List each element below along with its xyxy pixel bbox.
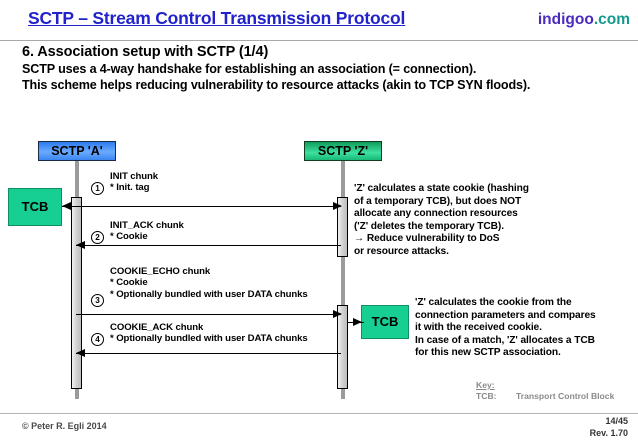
message-label-1: INIT chunk * Init. tag [110, 171, 158, 194]
brand-logo: indigoo.com [538, 11, 630, 29]
step-number-4: 4 [91, 333, 104, 346]
page-number: 14/45 [605, 416, 628, 426]
brand-name: indigoo [537, 11, 594, 28]
message-3-line-1: COOKIE_ECHO chunk [110, 266, 211, 277]
note-2-line-1: 'Z' calculates the cookie from the [415, 297, 572, 308]
activation-bar-sctp-z-second [337, 305, 348, 389]
note-1-line-2: of a temporary TCB), but does NOT [354, 195, 522, 207]
arrowhead-message-3 [333, 310, 342, 318]
note-cookie-calculation: 'Z' calculates a state cookie (hashing o… [354, 183, 529, 259]
message-3-line-3: * Optionally bundled with user DATA chun… [110, 288, 308, 300]
activation-bar-sctp-a [71, 197, 82, 389]
message-label-4: COOKIE_ACK chunk * Optionally bundled wi… [110, 322, 308, 345]
key-title: Key: [476, 380, 495, 390]
step-number-2: 2 [91, 231, 104, 244]
note-2-line-2: connection parameters and compares [415, 309, 596, 321]
note-2-line-4: In case of a match, 'Z' allocates a TCB [415, 334, 595, 346]
key-legend: Key: TCB: Transport Control Block [476, 380, 614, 402]
key-expansion: Transport Control Block [516, 391, 615, 401]
key-abbreviation: TCB: [476, 391, 497, 401]
message-label-3: COOKIE_ECHO chunk * Cookie * Optionally … [110, 266, 308, 300]
message-arrow-1 [76, 206, 341, 207]
message-1-line-1: INIT chunk [110, 171, 159, 182]
tcb-box-left: TCB [8, 188, 62, 226]
intro-line-1: SCTP uses a 4-way handshake for establis… [22, 62, 477, 76]
message-2-line-2: * Cookie [110, 231, 148, 243]
note-2-line-3: it with the received cookie. [415, 322, 542, 334]
actor-box-sctp-a: SCTP 'A' [38, 141, 116, 161]
lifeline-sctp-z [341, 161, 345, 399]
message-1-line-2: * Init. tag [110, 182, 150, 194]
message-label-2: INIT_ACK chunk * Cookie [110, 220, 184, 243]
message-4-line-1: COOKIE_ACK chunk [110, 322, 204, 333]
header-divider [0, 40, 638, 41]
actor-box-sctp-z: SCTP 'Z' [304, 141, 382, 161]
key-row: TCB: Transport Control Block [476, 391, 614, 402]
footer-divider [0, 413, 638, 414]
tcb-box-right: TCB [361, 305, 409, 339]
intro-block: 6. Association setup with SCTP (1/4) SCT… [22, 44, 622, 93]
sequence-diagram: SCTP 'A' SCTP 'Z' TCB TCB 1 INIT chunk *… [0, 105, 638, 405]
arrowhead-message-4 [76, 349, 85, 357]
revision-number: Rev. 1.70 [589, 427, 628, 438]
note-2-line-5: for this new SCTP association. [415, 347, 561, 359]
arrowhead-message-1 [333, 202, 342, 210]
message-arrow-3 [76, 314, 341, 315]
message-arrow-4 [76, 353, 341, 354]
note-1-line-6: or resource attacks. [354, 245, 449, 257]
step-number-1: 1 [91, 182, 104, 195]
arrowhead-message-2 [76, 241, 85, 249]
arrowhead-right-tcb [353, 318, 362, 326]
page-footer-info: 14/45 Rev. 1.70 [590, 416, 628, 439]
note-1-line-4: ('Z' deletes the temporary TCB). [354, 220, 504, 232]
copyright-text: © Peter R. Egli 2014 [22, 421, 107, 431]
message-3-line-2: * Cookie [110, 277, 148, 289]
step-number-3: 3 [91, 294, 104, 307]
note-1-line-1: 'Z' calculates a state cookie (hashing [354, 183, 529, 194]
brand-tld: .com [593, 11, 630, 28]
arrowhead-left-tcb [62, 202, 71, 210]
page-title: SCTP – Stream Control Transmission Proto… [28, 8, 406, 28]
note-1-line-5: → Reduce vulnerability to DoS [354, 233, 500, 245]
intro-line-2: This scheme helps reducing vulnerability… [22, 77, 531, 92]
note-cookie-verification: 'Z' calculates the cookie from the conne… [415, 297, 596, 360]
message-2-line-1: INIT_ACK chunk [110, 220, 184, 231]
message-arrow-2 [76, 245, 341, 246]
section-heading: 6. Association setup with SCTP (1/4) [22, 44, 269, 60]
slide-header: SCTP – Stream Control Transmission Proto… [0, 0, 638, 42]
activation-bar-sctp-z-first [337, 197, 348, 257]
note-1-line-3: allocate any connection resources [354, 208, 518, 220]
message-4-line-2: * Optionally bundled with user DATA chun… [110, 333, 308, 345]
